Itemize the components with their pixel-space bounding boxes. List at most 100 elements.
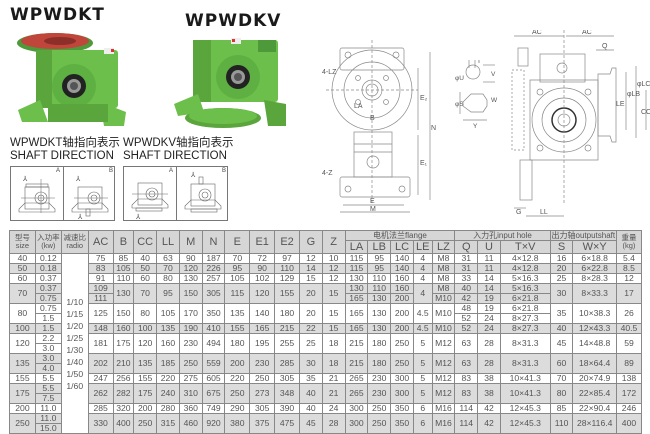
- cell-ac: 91: [87, 273, 114, 284]
- cell-power: 5.5: [34, 383, 62, 394]
- cell-e1: 195: [249, 333, 276, 354]
- cell-e: 220: [224, 373, 251, 384]
- cell-power: 5.5: [34, 373, 62, 384]
- cell-z: 15: [321, 323, 346, 334]
- cell-la: 165: [344, 293, 369, 304]
- shaft-direction-caption-wpwdkv: SHAFT DIRECTION: [123, 150, 227, 162]
- cell-u: 24: [477, 323, 501, 334]
- cell-u: 38: [477, 383, 501, 404]
- cell-la: 265: [344, 383, 369, 404]
- cell-g: 22: [298, 323, 323, 334]
- cell-le: 4.5: [412, 303, 433, 324]
- direction-cell-a: A ⅄: [11, 167, 64, 220]
- cell-e2: 180: [274, 303, 300, 324]
- svg-text:E: E: [370, 198, 375, 205]
- cell-e: 290: [224, 403, 251, 414]
- cell-e1: 102: [249, 273, 276, 284]
- cell-cc: 50: [133, 263, 158, 274]
- cell-z: 21: [321, 373, 346, 384]
- header-wy: W×Y: [572, 240, 617, 254]
- cell-ll: 70: [156, 263, 180, 274]
- cell-le: 4: [412, 273, 433, 284]
- cell-size: 120: [9, 333, 36, 354]
- svg-text:E₁: E₁: [420, 160, 428, 167]
- cell-power: 0.75: [34, 293, 62, 304]
- cell-n: 559: [201, 353, 226, 374]
- cell-m: 360: [178, 403, 203, 414]
- cell-power: 7.5: [34, 393, 62, 404]
- cell-b: 110: [112, 273, 135, 284]
- cell-n: 226: [201, 263, 226, 274]
- cell-power: 3.0: [34, 343, 62, 354]
- cell-size: 40: [9, 253, 36, 264]
- cell-cc: 175: [133, 383, 158, 404]
- cell-lz: M16: [431, 413, 456, 434]
- cell-letter: B: [221, 168, 226, 174]
- cell-m: 170: [178, 303, 203, 324]
- cell-lc: 200: [390, 293, 414, 304]
- cell-lz: M8: [431, 263, 456, 274]
- header-ac: AC: [87, 230, 114, 254]
- cell-q: 83: [454, 373, 479, 384]
- cell-power: 0.18: [34, 263, 62, 274]
- header-g: G: [298, 230, 323, 254]
- header-cc: CC: [133, 230, 158, 254]
- cell-wy: 22×85.4: [572, 383, 617, 404]
- cell-e2: 97: [274, 253, 300, 264]
- header-m: M: [178, 230, 203, 254]
- cell-g: 40: [298, 403, 323, 414]
- cell-size: 135: [9, 353, 36, 374]
- header-flange-group: 电机法兰flange: [344, 230, 456, 241]
- cell-lz: M12: [431, 353, 456, 374]
- cell-tv: 12×45.3: [499, 413, 551, 434]
- cell-size: 200: [9, 403, 36, 414]
- cell-n: 350: [201, 303, 226, 324]
- cell-wy: 8×28.3: [572, 273, 617, 284]
- svg-text:LL: LL: [540, 209, 548, 216]
- cell-le: 5: [412, 353, 433, 374]
- cell-lb: 180: [367, 333, 392, 354]
- cell-tv: 5×16.3: [499, 283, 551, 294]
- cell-b: 320: [112, 403, 135, 414]
- cell-q: 31: [454, 263, 479, 274]
- cell-lc: 200: [390, 323, 414, 334]
- cell-z: 18: [321, 333, 346, 354]
- cell-la: 165: [344, 303, 369, 324]
- shaft-direction-caption-wpwdkt: SHAFT DIRECTION: [10, 150, 114, 162]
- header-e: E: [224, 230, 251, 254]
- cell-e2: 285: [274, 353, 300, 374]
- cell-b: 210: [112, 353, 135, 374]
- cell-q: 83: [454, 383, 479, 404]
- svg-text:Y: Y: [473, 123, 478, 130]
- cell-ac: 330: [87, 413, 114, 434]
- shaft-detail-drawing: T V φU φS W Y: [455, 60, 498, 130]
- cell-cc: 120: [133, 333, 158, 354]
- cell-ll: 280: [156, 403, 180, 414]
- svg-text:⅄: ⅄: [75, 175, 81, 183]
- cell-ac: 181: [87, 333, 114, 354]
- svg-text:AC: AC: [582, 30, 592, 36]
- cell-power: 0.75: [34, 303, 62, 314]
- ratio-value: 1/60: [66, 380, 84, 391]
- photo-wpwdkt: [17, 33, 126, 126]
- cell-g: 15: [298, 273, 323, 284]
- cell-cc: 100: [133, 323, 158, 334]
- cell-la: 130: [344, 273, 369, 284]
- cell-power: 0.37: [34, 283, 62, 294]
- ratio-value: 1/15: [66, 308, 84, 319]
- cell-wy: 20×74.9: [572, 373, 617, 384]
- cell-b: 175: [112, 333, 135, 354]
- cell-n: 410: [201, 323, 226, 334]
- direction-diagram-icon: ⅄: [18, 175, 56, 213]
- cell-e2: 390: [274, 403, 300, 414]
- header-b: B: [112, 230, 135, 254]
- cell-q: 31: [454, 253, 479, 264]
- header-la: LA: [344, 240, 369, 254]
- cell-u: 19: [477, 293, 501, 304]
- cell-power: 15.0: [34, 423, 62, 434]
- cell-m: 150: [178, 283, 203, 304]
- cell-la: 300: [344, 413, 369, 434]
- cell-q: 48: [454, 303, 479, 314]
